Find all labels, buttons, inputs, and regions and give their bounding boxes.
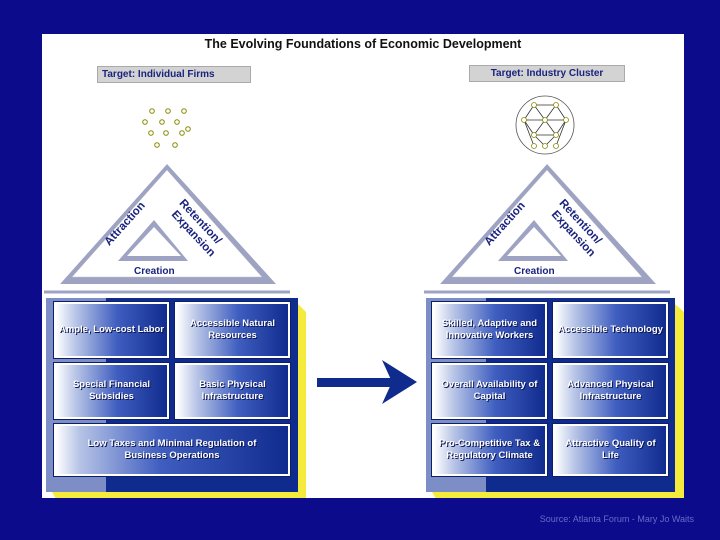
box-ample-low-cost-labor: Ample, Low-cost Labor — [53, 301, 170, 359]
box-skilled-workers: Skilled, Adaptive and Innovative Workers — [431, 301, 548, 359]
source-credit: Source: Atlanta Forum - Mary Jo Waits — [539, 514, 694, 524]
diagram-title: The Evolving Foundations of Economic Dev… — [204, 37, 522, 51]
target-individual-firms: Target: Individual Firms — [97, 66, 251, 83]
right-roof-triangle — [424, 156, 670, 294]
right-creation-label: Creation — [514, 266, 555, 277]
box-attractive-quality-of-life: Attractive Quality of Life — [552, 423, 669, 477]
box-special-financial-subsidies: Special Financial Subsidies — [53, 362, 170, 420]
box-accessible-technology: Accessible Technology — [552, 301, 669, 359]
diagram-panel: The Evolving Foundations of Economic Dev… — [42, 34, 684, 498]
left-roof-triangle — [44, 156, 290, 294]
right-arrow-icon — [317, 360, 417, 404]
box-accessible-natural-resources: Accessible Natural Resources — [174, 301, 291, 359]
left-creation-label: Creation — [134, 266, 175, 277]
cluster-network-icon — [515, 95, 575, 155]
target-industry-cluster: Target: Industry Cluster — [469, 65, 625, 82]
box-basic-physical-infrastructure: Basic Physical Infrastructure — [174, 362, 291, 420]
box-pro-competitive-tax: Pro-Competitive Tax & Regulatory Climate — [431, 423, 548, 477]
box-availability-of-capital: Overall Availability of Capital — [431, 362, 548, 420]
box-low-taxes-minimal-regulation: Low Taxes and Minimal Regulation of Busi… — [53, 423, 291, 477]
box-advanced-physical-infrastructure: Advanced Physical Infrastructure — [552, 362, 669, 420]
individual-firms-dots-icon — [142, 108, 191, 148]
